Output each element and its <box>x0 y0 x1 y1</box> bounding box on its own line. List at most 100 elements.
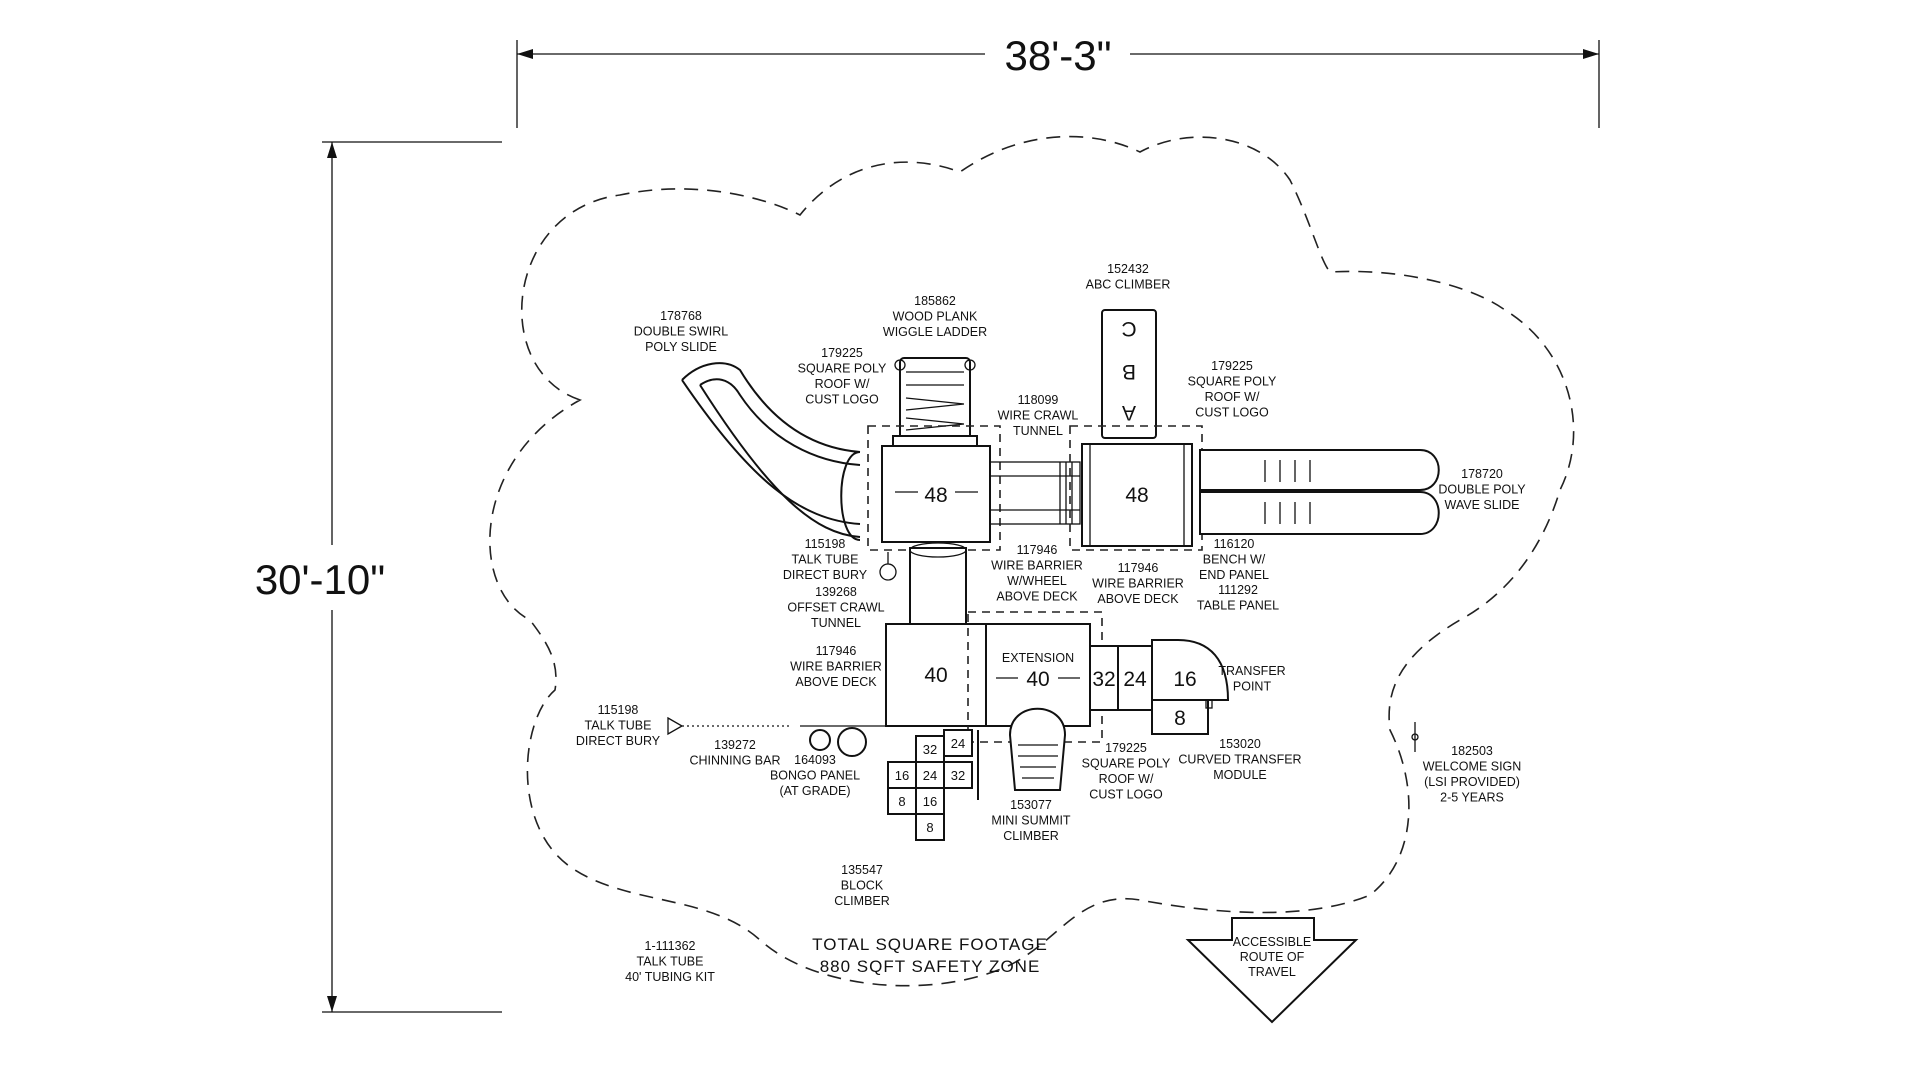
welcome-sign-label-line: 182503 <box>1451 744 1493 758</box>
wiggle-ladder <box>892 357 978 447</box>
wave-slide-label-line: WAVE SLIDE <box>1444 498 1519 512</box>
block-24-a: 24 <box>951 736 965 751</box>
barrier-left-label-line: 117946 <box>816 644 857 658</box>
bongo-panel-label-line: 164093 <box>794 753 836 767</box>
wiggle-ladder-label-line: WOOD PLANK <box>893 310 978 324</box>
block-8-b: 8 <box>926 820 933 835</box>
block-climber-label-line: CLIMBER <box>834 894 890 908</box>
roof-bottom-label-line: ROOF W/ <box>1099 772 1154 786</box>
barrier-right-label-line: 117946 <box>1118 561 1159 575</box>
step-b-height: 24 <box>1123 668 1147 691</box>
bench-label-line: END PANEL <box>1199 568 1269 582</box>
barrier-left-label-line: WIRE BARRIER <box>790 660 882 674</box>
curved-transfer-module: 16 8 <box>1151 639 1230 735</box>
wave-slide-label-line: DOUBLE POLY <box>1438 483 1526 497</box>
transfer-point-label: TRANSFER POINT <box>1218 664 1285 694</box>
route-line-1: ACCESSIBLE <box>1233 935 1312 949</box>
safety-zone-summary: TOTAL SQUARE FOOTAGE 880 SQFT SAFETY ZON… <box>812 935 1048 976</box>
safety-zone-line-2: 880 SQFT SAFETY ZONE <box>820 957 1041 976</box>
barrier-wheel-label-line: ABOVE DECK <box>996 590 1078 604</box>
talk-tube-lower-label-line: TALK TUBE <box>585 719 652 733</box>
mini-summit-climber <box>1008 707 1067 791</box>
bongo-panel-label-line: (AT GRADE) <box>779 784 850 798</box>
transfer-point-label-line: POINT <box>1233 680 1272 694</box>
curved-transfer-label-line: MODULE <box>1213 768 1266 782</box>
chinning-bar-label-line: CHINNING BAR <box>690 754 781 768</box>
wiggle-ladder-label-line: WIGGLE LADDER <box>883 325 987 339</box>
block-32-b: 32 <box>951 768 965 783</box>
lower-left-deck-height: 40 <box>924 664 947 687</box>
roof-left-label-line: 179225 <box>821 346 863 360</box>
mini-summit-label-line: 153077 <box>1010 798 1052 812</box>
upper-left-deck: 48 <box>867 425 1001 551</box>
roof-left-label-line: CUST LOGO <box>805 393 879 407</box>
mini-summit-label-line: MINI SUMMIT <box>991 814 1071 828</box>
curved-transfer-label-line: 153020 <box>1219 737 1261 751</box>
chinning-bar <box>800 725 885 757</box>
roof-bottom-label-line: 179225 <box>1105 741 1147 755</box>
welcome-sign-label-line: (LSI PROVIDED) <box>1424 775 1520 789</box>
mini-summit-label-line: CLIMBER <box>1003 829 1059 843</box>
extension-height: 40 <box>1026 668 1049 691</box>
barrier-left-label-line: ABOVE DECK <box>795 675 877 689</box>
crawl-tunnel-label-line: 118099 <box>1018 393 1059 407</box>
roof-bottom-label-line: CUST LOGO <box>1089 788 1163 802</box>
height-dimension: 30'-10" <box>255 141 502 1013</box>
block-climber: 32 24 16 24 32 8 16 8 <box>887 729 973 841</box>
width-label: 38'-3" <box>1005 32 1112 79</box>
upper-right-deck-height: 48 <box>1125 484 1148 507</box>
bongo-panel-label-line: BONGO PANEL <box>770 769 860 783</box>
roof-left-label-line: ROOF W/ <box>815 377 870 391</box>
lower-left-deck: 40 <box>885 623 987 727</box>
talk-tube-upper <box>879 552 897 581</box>
transfer-point-label-line: TRANSFER <box>1218 664 1285 678</box>
block-16-a: 16 <box>895 768 909 783</box>
roof-right-label-line: 179225 <box>1211 359 1253 373</box>
roof-right-label-line: ROOF W/ <box>1205 390 1260 404</box>
abc-letter-a: A <box>1122 401 1136 424</box>
abc-climber: C B A <box>1101 309 1157 439</box>
height-label: 30'-10" <box>255 556 385 603</box>
route-line-2: ROUTE OF <box>1240 950 1305 964</box>
safety-zone-line-1: TOTAL SQUARE FOOTAGE <box>812 935 1048 954</box>
upper-right-deck: 48 <box>1069 425 1203 551</box>
block-climber-label-line: 135547 <box>841 863 883 877</box>
block-climber-label-line: BLOCK <box>841 879 884 893</box>
talk-tube-lower <box>667 716 790 736</box>
accessible-route-arrow: ACCESSIBLE ROUTE OF TRAVEL <box>1185 917 1359 1024</box>
width-dimension: 38'-3" <box>516 32 1600 128</box>
chinning-bar-label-line: 139272 <box>714 738 756 752</box>
barrier-wheel-label-line: WIRE BARRIER <box>991 559 1083 573</box>
abc-climber-label-line: 152432 <box>1107 262 1149 276</box>
abc-letter-c: C <box>1121 317 1136 340</box>
offset-tunnel <box>909 542 967 627</box>
crawl-tunnel <box>989 461 1081 525</box>
wiggle-ladder-label-line: 185862 <box>914 294 956 308</box>
offset-tunnel-label-line: OFFSET CRAWL <box>787 601 884 615</box>
welcome-sign-label-line: WELCOME SIGN <box>1423 760 1522 774</box>
upper-left-deck-height: 48 <box>924 484 947 507</box>
bench-label-line: BENCH W/ <box>1203 553 1266 567</box>
extension-label: EXTENSION <box>1002 651 1074 665</box>
talk-tube-upper-label-line: TALK TUBE <box>792 553 859 567</box>
block-24-b: 24 <box>923 768 937 783</box>
double-swirl-slide-label-line: DOUBLE SWIRL <box>634 325 729 339</box>
bench-label-line: 116120 <box>1214 537 1255 551</box>
